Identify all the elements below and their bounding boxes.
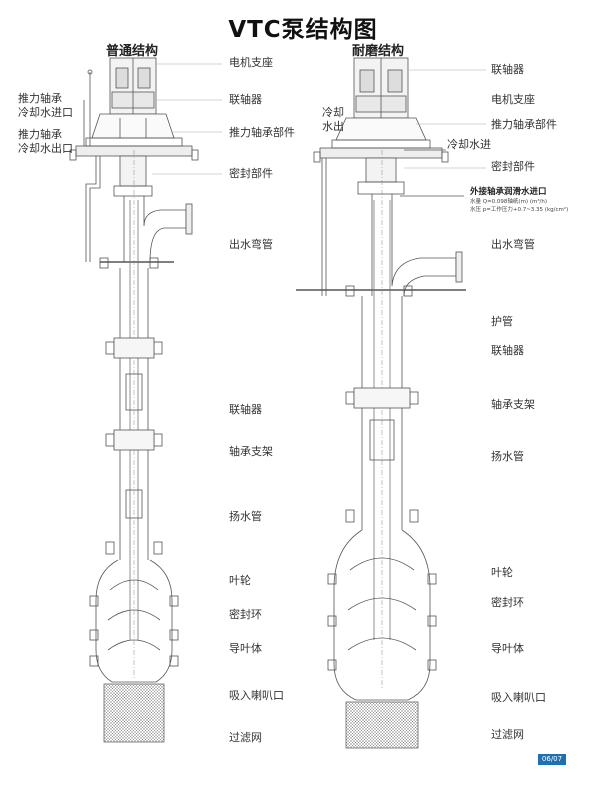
right-callout-bearing-bracket: 轴承支架 xyxy=(491,398,535,411)
right-callout-coupling: 联轴器 xyxy=(491,63,524,76)
right-callout-suction-bell: 吸入喇叭口 xyxy=(491,691,546,704)
left-subtitle: 普通结构 xyxy=(106,44,159,59)
right-callout-motor-stand: 电机支座 xyxy=(491,93,535,106)
page-title: VTC泵结构图 xyxy=(228,17,378,43)
left-callout-suction-bell: 吸入喇叭口 xyxy=(229,689,284,702)
left-callout-thrust-bearing: 推力轴承部件 xyxy=(229,126,295,139)
left-callout-thrust-cooling-out: 推力轴承 冷却水出口 xyxy=(18,128,73,155)
right-callout-strainer: 过滤网 xyxy=(491,728,524,741)
right-callout-impeller: 叶轮 xyxy=(491,566,513,579)
left-callout-bearing-bracket: 轴承支架 xyxy=(229,445,273,458)
left-callout-discharge-elbow: 出水弯管 xyxy=(229,238,273,251)
left-callout-thrust-cooling-in: 推力轴承 冷却水进口 xyxy=(18,92,73,119)
ext-lube-flow: 水量 Q=0.098轴纸(m) (m³/h) xyxy=(470,199,548,205)
left-callout-strainer: 过滤网 xyxy=(229,731,262,744)
ext-lube-inlet-title: 外接轴承润滑水进口 xyxy=(470,187,547,197)
right-callout-cooling-out: 冷却 水出 xyxy=(322,106,344,133)
right-callout-seal: 密封部件 xyxy=(491,160,535,173)
right-callout-protective-tube: 护管 xyxy=(491,315,513,328)
ext-lube-pressure: 水压 p=工作压力+0.7~3.35 (kg/cm²) xyxy=(470,207,569,213)
left-callout-impeller: 叶轮 xyxy=(229,574,251,587)
left-pump xyxy=(69,57,222,743)
left-callout-motor-stand: 电机支座 xyxy=(229,56,273,69)
page-number: 06/07 xyxy=(538,754,566,765)
right-callout-seal-ring: 密封环 xyxy=(491,596,524,609)
right-callout-column-pipe: 扬水管 xyxy=(491,450,524,463)
left-callout-coupling-2: 联轴器 xyxy=(229,403,262,416)
right-callout-diffuser: 导叶体 xyxy=(491,642,524,655)
left-callout-seal: 密封部件 xyxy=(229,167,273,180)
right-callout-cooling-in: 冷却水进 xyxy=(447,138,491,151)
left-callout-diffuser: 导叶体 xyxy=(229,642,262,655)
left-callout-coupling: 联轴器 xyxy=(229,93,262,106)
right-callout-discharge-elbow: 出水弯管 xyxy=(491,238,535,251)
left-callout-seal-ring: 密封环 xyxy=(229,608,262,621)
left-callout-column-pipe: 扬水管 xyxy=(229,510,262,523)
right-callout-coupling-2: 联轴器 xyxy=(491,344,524,357)
right-pump xyxy=(296,57,486,749)
right-subtitle: 耐磨结构 xyxy=(352,44,405,59)
right-callout-thrust-bearing: 推力轴承部件 xyxy=(491,118,557,131)
